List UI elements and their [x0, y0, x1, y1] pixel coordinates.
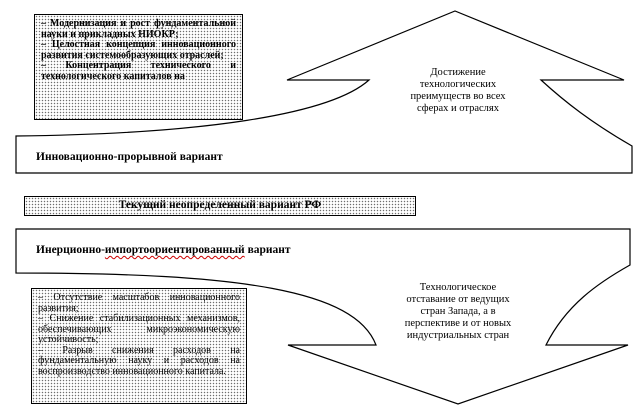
- downward-arrow-line: стран Запада, а в: [420, 306, 496, 317]
- current-variant-box: Текущий неопределенный вариант РФ: [24, 196, 416, 216]
- top-factor-item: – Модернизация и рост фундаментальной на…: [41, 18, 236, 40]
- downward-arrow-line: индустриальных стран: [406, 330, 510, 341]
- bottom-factor-item: – Разрыв снижения расходов на фундамента…: [38, 344, 240, 377]
- downward-arrow-line: Технологическое: [419, 282, 497, 293]
- upward-arrow-line: технологических: [419, 79, 497, 90]
- upward-arrow-line: преимуществ во всех: [410, 91, 506, 102]
- bottom-factor-item: – Снижение стабилизационных механизмов, …: [38, 313, 240, 345]
- inertial-label-part: Инерционно-: [36, 244, 105, 256]
- top-factors-box: – Модернизация и рост фундаментальной на…: [34, 14, 243, 120]
- top-factors-list: – Модернизация и рост фундаментальной на…: [41, 18, 236, 82]
- downward-arrow-text: Технологическое отставание от ведущих ст…: [374, 282, 542, 342]
- bottom-factors-list: – Отсутствие масштабов инновационного ра…: [38, 292, 240, 377]
- upward-arrow-shape: [15, 10, 633, 174]
- inertial-label-part: вариант: [244, 244, 291, 256]
- top-factor-item: – Целостная концепция инновационного раз…: [41, 39, 236, 61]
- upward-arrow-line: сферах и отраслях: [416, 103, 499, 114]
- inertial-variant-label: Инерционно-импортоориентированный вариан…: [36, 244, 291, 256]
- bottom-factors-box: – Отсутствие масштабов инновационного ра…: [31, 288, 247, 404]
- downward-arrow-line: отставание от ведущих: [406, 294, 510, 305]
- bottom-factor-item: – Отсутствие масштабов инновационного ра…: [38, 292, 240, 314]
- downward-arrow-line: перспективе и от новых: [404, 318, 512, 329]
- innovation-variant-label: Инновационно-прорывной вариант: [36, 151, 223, 163]
- current-variant-label: Текущий неопределенный вариант РФ: [118, 199, 322, 211]
- upward-arrow-line: Достижение: [430, 67, 486, 78]
- upward-arrow-text: Достижение технологических преимуществ в…: [378, 67, 538, 115]
- inertial-label-spellcheck-word: импортоориентированный: [104, 244, 245, 256]
- downward-arrow-shape: [15, 228, 631, 405]
- top-factor-item: – Концентрация технического и технологич…: [41, 60, 236, 82]
